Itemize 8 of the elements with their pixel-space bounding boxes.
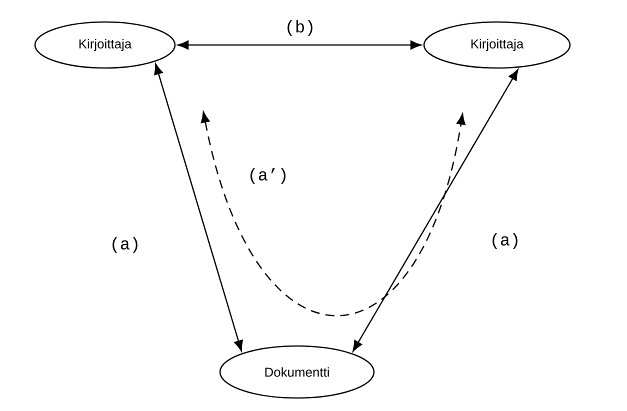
arrow (178, 40, 422, 50)
edge-label: (b) (284, 19, 316, 37)
edge-label: (a) (488, 232, 522, 250)
arrow (200, 112, 466, 316)
arrow (352, 69, 518, 352)
arrow (154, 64, 243, 352)
edge-label: (a’) (246, 167, 290, 185)
edge-label: (a) (108, 236, 142, 254)
